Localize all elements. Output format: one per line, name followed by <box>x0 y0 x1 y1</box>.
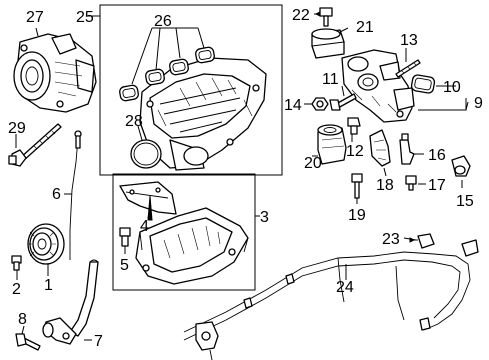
dipstick <box>69 130 82 260</box>
leader-18 <box>383 167 387 177</box>
callout-29: 29 <box>8 120 26 137</box>
heat-shield <box>369 129 391 167</box>
pulley-bolt <box>11 255 22 271</box>
callout-3: 3 <box>260 209 269 226</box>
callout-15: 15 <box>456 193 474 210</box>
callout-22: 22 <box>292 7 310 24</box>
callout-26: 26 <box>154 13 172 30</box>
callout-25: 25 <box>76 9 94 26</box>
oil-cooler <box>311 28 345 59</box>
oil-pan <box>135 207 249 285</box>
housing-gasket <box>410 74 436 94</box>
callout-6: 6 <box>52 186 61 203</box>
cooler-bolt <box>319 7 333 27</box>
filter-bolt <box>347 117 361 135</box>
pressure-sensor <box>399 133 415 165</box>
callout-7: 7 <box>94 333 103 350</box>
throttle-body <box>13 33 97 113</box>
intake-manifold <box>139 57 267 171</box>
oil-pan-baffle <box>119 181 177 221</box>
leader-11 <box>341 85 345 97</box>
callout-9: 9 <box>474 95 483 112</box>
leader-21 <box>339 27 349 33</box>
callout-12: 12 <box>346 143 364 160</box>
temperature-sensor <box>451 155 471 177</box>
callout-27: 27 <box>26 9 44 26</box>
callout-16: 16 <box>428 147 446 164</box>
callout-5: 5 <box>120 257 129 274</box>
wiring-harness <box>183 239 479 360</box>
callout-24: 24 <box>336 279 354 296</box>
callout-11: 11 <box>322 71 339 88</box>
hose-sensor <box>410 233 435 249</box>
stud <box>395 59 421 78</box>
nut <box>311 97 329 111</box>
arrow-23 <box>409 237 416 243</box>
oil-pan-bolt <box>119 227 131 247</box>
callout-28: 28 <box>125 113 143 130</box>
leader-28 <box>137 125 143 141</box>
crankshaft-pulley <box>27 223 65 265</box>
callout-20: 20 <box>304 155 322 172</box>
leader-4 <box>147 209 151 219</box>
oil-pan-frame <box>112 173 256 291</box>
o-ring <box>130 139 162 169</box>
leader-26 <box>131 27 205 85</box>
oil-filter <box>317 124 347 165</box>
dipstick-tube-bolt <box>15 333 41 351</box>
intake-manifold-frame <box>99 4 283 176</box>
callout-23: 23 <box>382 231 400 248</box>
callout-14: 14 <box>284 97 302 114</box>
manifold-gaskets <box>119 46 215 102</box>
long-bolt <box>8 123 62 167</box>
callout-18: 18 <box>376 177 394 194</box>
housing-bolt <box>329 93 357 111</box>
thermostat-housing <box>341 49 415 123</box>
callout-8: 8 <box>18 311 27 328</box>
callout-19: 19 <box>348 207 366 224</box>
leader-27 <box>35 27 39 37</box>
callout-13: 13 <box>400 32 418 49</box>
sensor-bolt <box>405 175 417 191</box>
leader-9 <box>418 98 469 111</box>
arrow-22 <box>314 11 321 17</box>
dipstick-tube <box>42 259 99 345</box>
shield-bolt <box>351 173 363 199</box>
leader-8 <box>21 325 25 335</box>
callout-17: 17 <box>428 177 446 194</box>
callout-2: 2 <box>12 281 21 298</box>
callout-4: 4 <box>140 218 149 235</box>
callout-1: 1 <box>44 277 53 294</box>
callout-21: 21 <box>356 19 374 36</box>
callout-10: 10 <box>443 79 461 96</box>
